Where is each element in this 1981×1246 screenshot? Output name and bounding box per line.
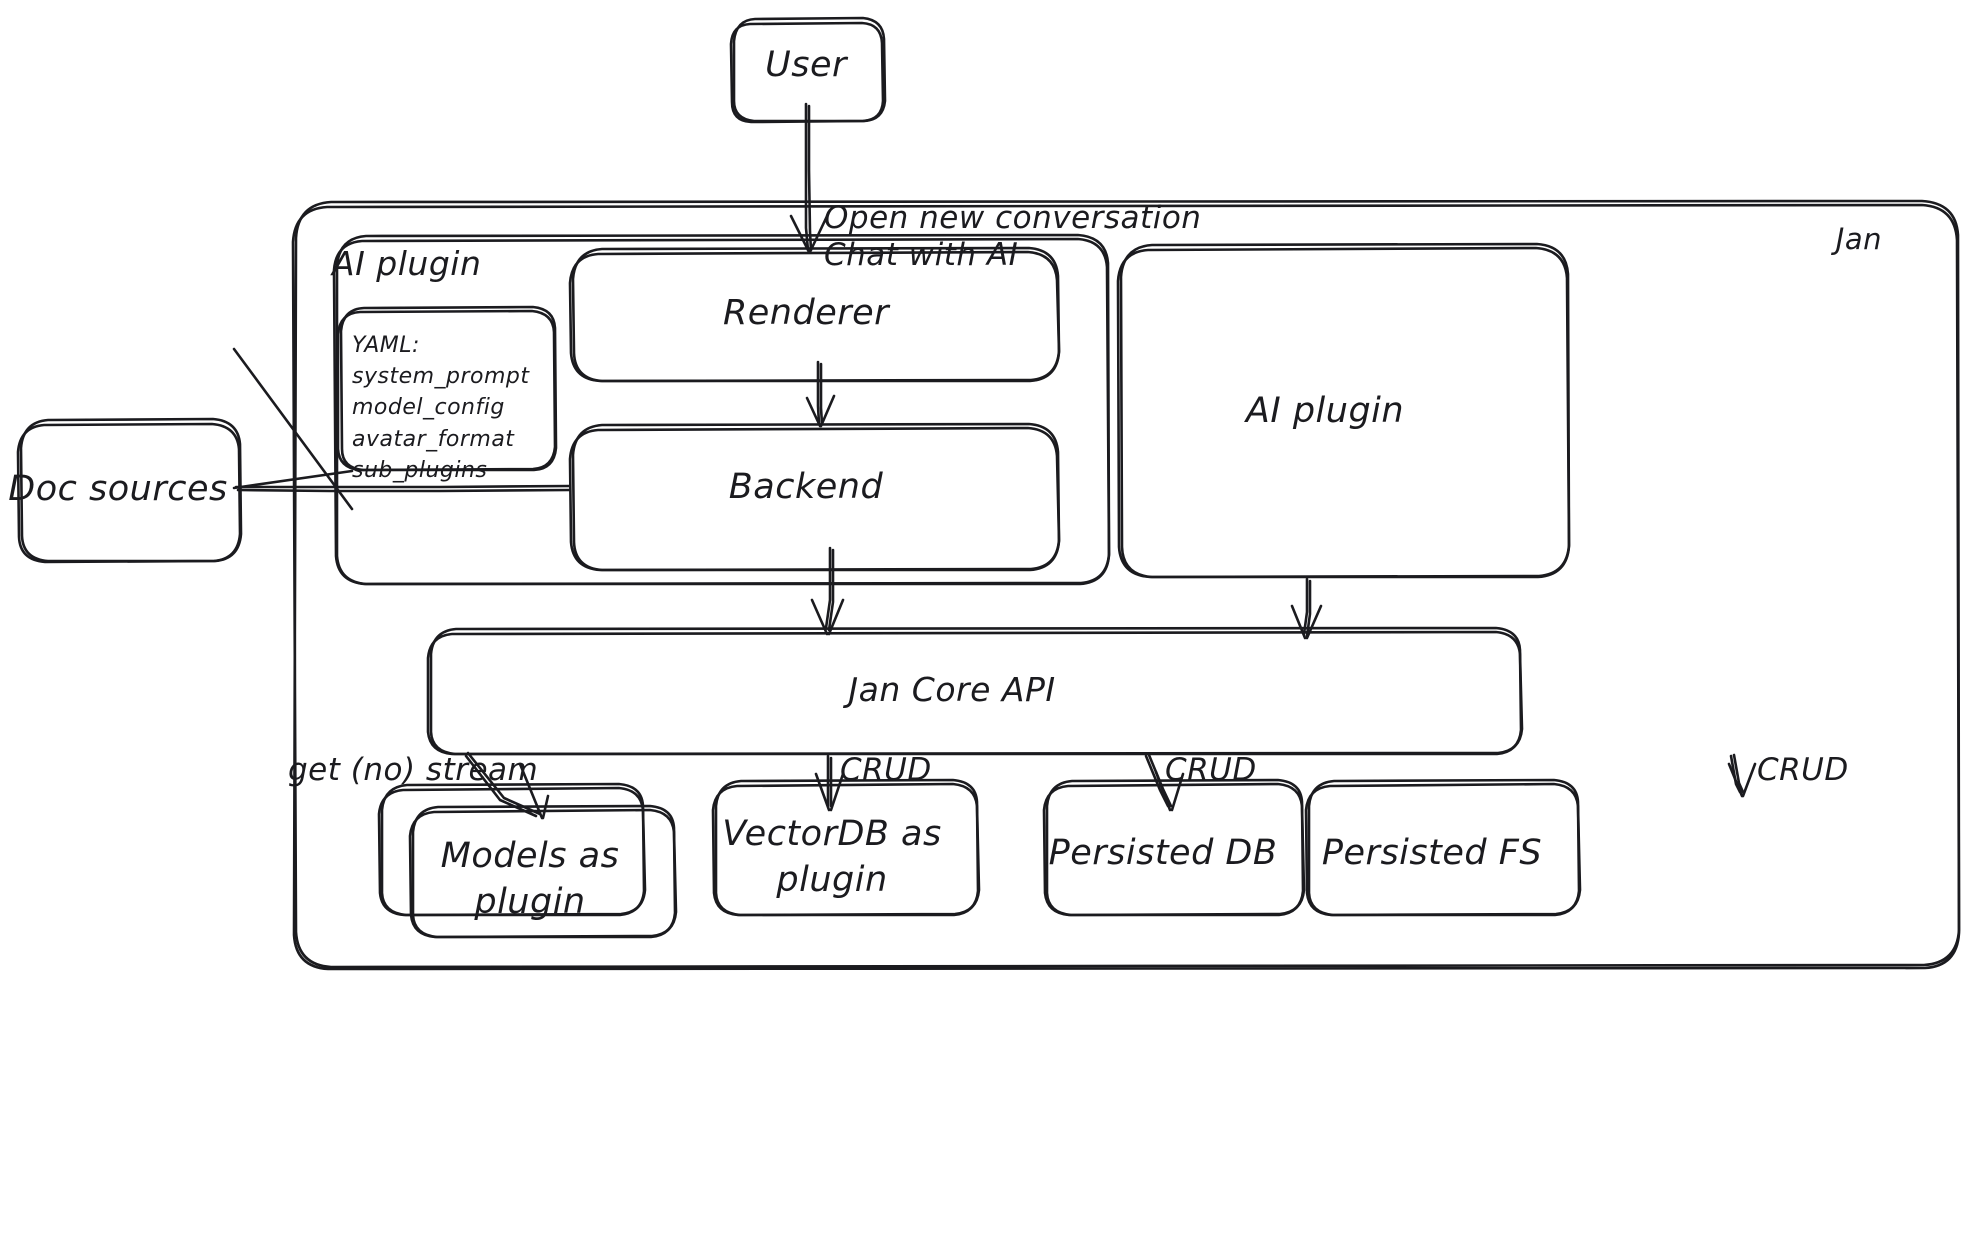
models-as-plugin-box-shape (377, 782, 678, 939)
edge-core-vectordb-arrow (814, 754, 845, 812)
edge-label-line-1: Open new conversation Chat with AI (824, 199, 1202, 274)
node-label-persisted-fs[interactable]: Persisted FS (1321, 833, 1543, 873)
edge-label-core-to-persisted-db: CRUD (1165, 752, 1257, 788)
jan-container-shape (291, 199, 1961, 971)
ai-plugin-box-shape (1116, 242, 1571, 579)
edge-core-persistedfs-arrow (1727, 753, 1757, 798)
jan-core-api-box-shape (426, 626, 1524, 756)
persisted-fs-box-shape (1304, 778, 1582, 917)
node-label-user[interactable]: User (765, 45, 847, 85)
renderer-box-shape (568, 246, 1061, 383)
group-label-jan: Jan (1835, 222, 1882, 256)
edge-backend-docsources-arrow (232, 347, 572, 511)
node-label-models-as-plugin[interactable]: Models as plugin (440, 836, 620, 922)
group-label-ai-plugin: AI plugin (332, 244, 482, 283)
edge-user-renderer-arrow (789, 102, 830, 254)
ai-plugin-group-shape (332, 233, 1111, 586)
node-label-backend[interactable]: Backend (728, 467, 884, 507)
doc-sources-box-shape (16, 417, 243, 564)
persisted-db-box-shape (1042, 778, 1306, 917)
edge-label-core-to-vectordb: CRUD (840, 752, 932, 788)
vectordb-as-plugin-box-shape (711, 778, 981, 917)
edge-label-user-to-renderer: Open new conversation Chat with AI (824, 124, 1201, 351)
edge-label-core-to-persisted-fs: CRUD (1757, 752, 1849, 788)
node-label-renderer[interactable]: Renderer (722, 293, 890, 333)
node-label-ai-plugin[interactable]: AI plugin (1245, 391, 1405, 431)
edge-renderer-backend-arrow (805, 360, 836, 428)
edge-backend-core-arrow (810, 546, 845, 636)
node-label-doc-sources[interactable]: Doc sources (8, 469, 228, 509)
node-label-persisted-db[interactable]: Persisted DB (1048, 833, 1278, 873)
yaml-note-text: YAML: system_prompt model_config avatar_… (352, 333, 530, 483)
yaml-note-box-shape (336, 305, 558, 472)
backend-box-shape (568, 422, 1061, 572)
node-label-jan-core-api[interactable]: Jan Core API (848, 670, 1056, 709)
user-box-shape (729, 16, 887, 124)
node-label-vectordb-as-plugin[interactable]: VectorDB as plugin (722, 814, 942, 900)
edge-label-core-to-models: get (no) stream (288, 752, 539, 788)
